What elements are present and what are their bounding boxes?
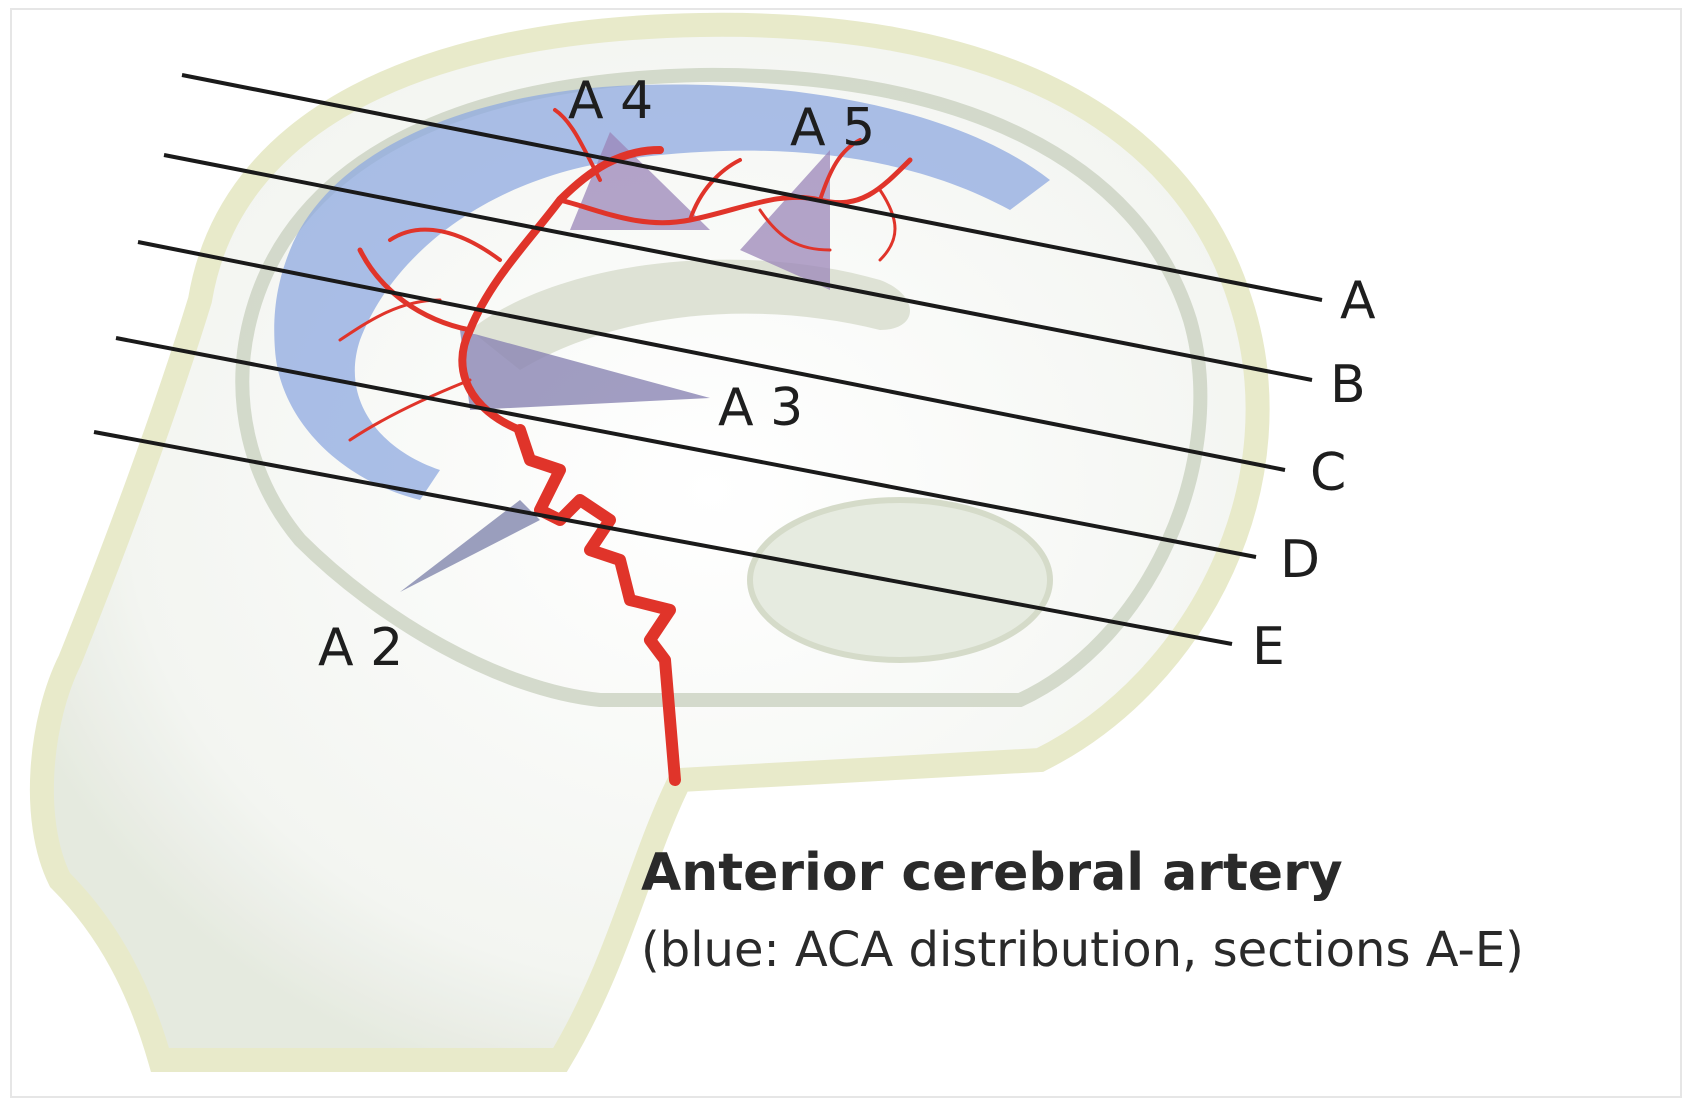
section-label-d: D bbox=[1280, 530, 1320, 590]
caption-subtitle: (blue: ACA distribution, sections A-E) bbox=[641, 922, 1524, 978]
section-label-b: B bbox=[1330, 355, 1366, 415]
segment-label-a2: A 2 bbox=[318, 618, 403, 678]
caption-title: Anterior cerebral artery bbox=[641, 843, 1343, 903]
segment-label-a4: A 4 bbox=[568, 71, 653, 131]
section-label-e: E bbox=[1252, 617, 1285, 677]
segment-label-a3: A 3 bbox=[718, 378, 803, 438]
section-label-c: C bbox=[1310, 443, 1346, 503]
segment-label-a5: A 5 bbox=[790, 98, 875, 158]
section-label-a: A bbox=[1340, 271, 1376, 331]
cerebellum bbox=[750, 500, 1050, 660]
